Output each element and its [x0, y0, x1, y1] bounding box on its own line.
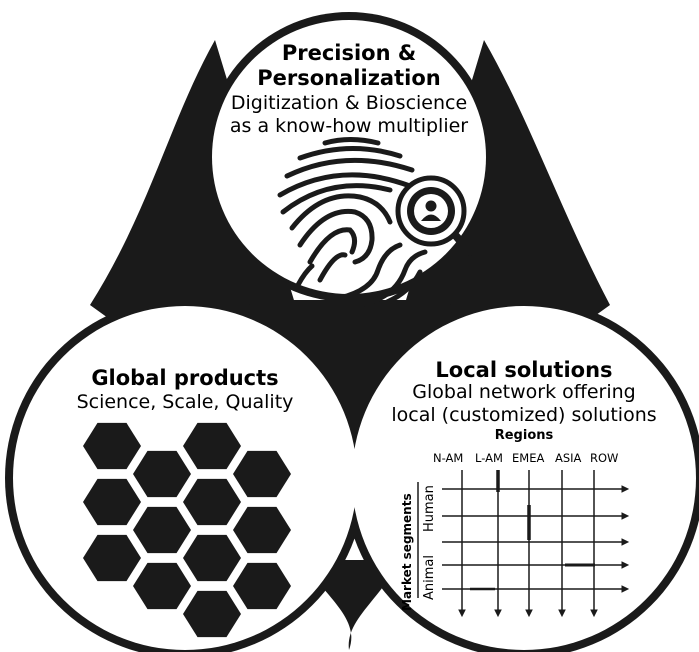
hexagon [83, 422, 141, 470]
right-circle [352, 306, 696, 650]
hexagon [133, 450, 191, 498]
top-title-line2: Personalization [257, 66, 441, 90]
regions-grid [417, 470, 630, 618]
column-label-emea: EMEA [512, 451, 545, 465]
left-title: Global products [91, 366, 279, 390]
top-subtitle-line1: Digitization & Bioscience [230, 92, 468, 114]
right-subtitle-line1: Global network offering [412, 381, 636, 403]
fingerprint-icon [277, 137, 428, 308]
column-label-row: ROW [590, 451, 619, 465]
hexagon [183, 534, 241, 582]
right-title: Local solutions [435, 358, 613, 382]
right-subtitle-line2: local (customized) solutions [391, 404, 657, 426]
hexagon [83, 478, 141, 526]
hexagon-cluster-icon [83, 422, 291, 638]
hexagon [183, 590, 241, 638]
segment-label-animal: Animal [422, 555, 437, 600]
regions-header: Regions [494, 428, 554, 443]
market-segments-label: Market segments [400, 493, 414, 611]
hexagon [133, 506, 191, 554]
hexagon [83, 534, 141, 582]
hexagon [233, 506, 291, 554]
column-label-asia: ASIA [555, 451, 582, 465]
hexagon [183, 422, 241, 470]
hexagon [233, 562, 291, 610]
top-subtitle-line2: as a know-how multiplier [229, 115, 469, 137]
segment-label-human: Human [422, 485, 437, 532]
column-label-l-am: L-AM [475, 451, 503, 465]
top-title-line1: Precision & [281, 41, 417, 65]
hexagon [233, 450, 291, 498]
magnifier-user-icon [395, 175, 474, 256]
left-subtitle: Science, Scale, Quality [76, 391, 294, 413]
hexagon [183, 478, 241, 526]
hexagon [133, 562, 191, 610]
column-label-n-am: N-AM [433, 451, 464, 465]
